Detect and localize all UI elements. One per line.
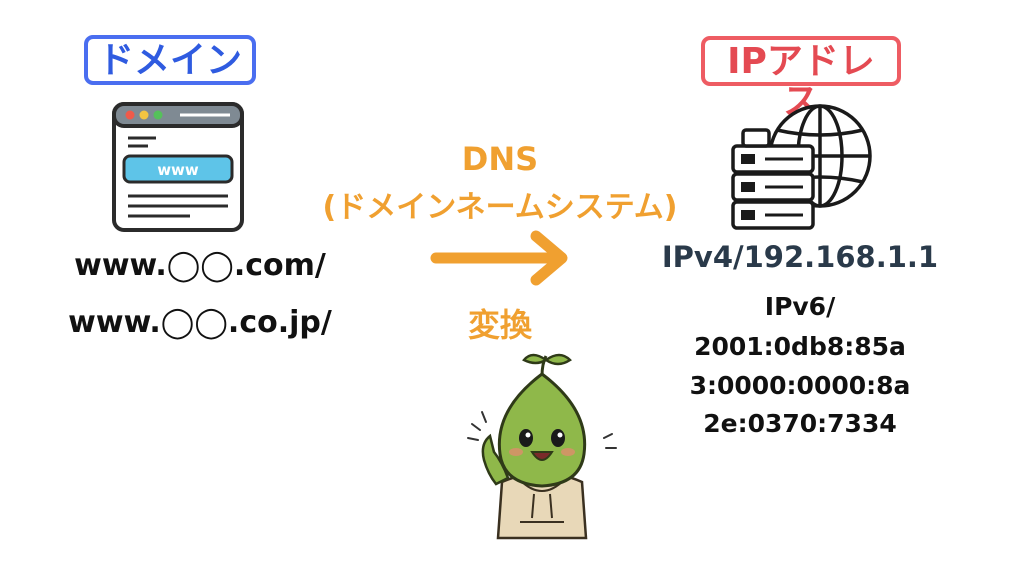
convert-label: 変換 <box>467 306 532 344</box>
browser-window-icon: www <box>112 102 244 232</box>
domain-label: ドメイン <box>84 35 256 85</box>
domain-example-com: www.◯◯.com/ <box>74 248 326 283</box>
ipv6-line-2: 2001:0db8:85a <box>694 332 906 361</box>
server-globe-icon <box>731 104 872 230</box>
ipv6-line-1: IPv6/ <box>764 292 836 321</box>
ip-address-label: IPアドレス <box>701 36 901 122</box>
dns-full-name: (ドメインネームシステム) <box>322 190 678 225</box>
browser-url-text: www <box>157 161 199 179</box>
dns-title: DNS <box>461 140 539 178</box>
sprout-mascot <box>467 353 617 540</box>
ipv6-line-4: 2e:0370:7334 <box>703 409 897 438</box>
ipv4-address: IPv4/192.168.1.1 <box>661 240 939 274</box>
domain-example-co-jp: www.◯◯.co.jp/ <box>68 305 332 340</box>
arrow-right-icon <box>430 230 568 286</box>
ipv6-line-3: 3:0000:0000:8a <box>689 371 911 400</box>
